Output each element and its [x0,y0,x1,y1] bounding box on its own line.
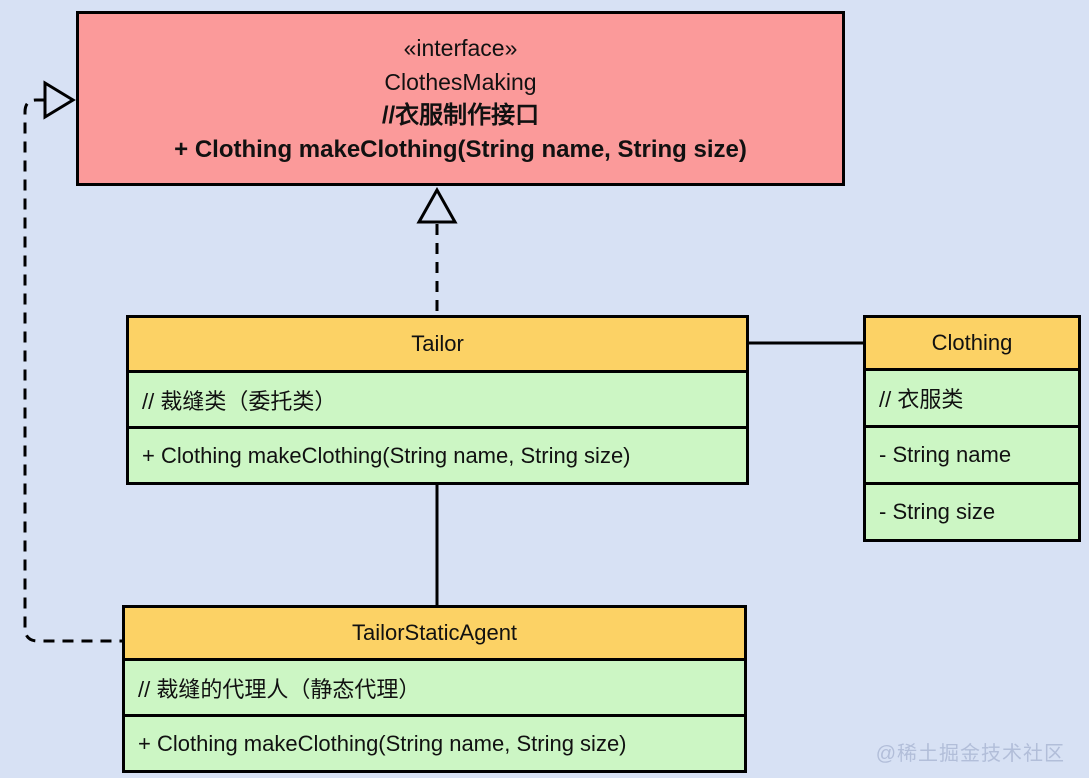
interface-stereotype: «interface» [403,34,518,61]
class-field-row: - String size [866,482,1078,539]
class-comment-row: // 裁缝的代理人（静态代理） [125,658,744,714]
class-name-tailor: Tailor [129,318,746,370]
interface-comment: //衣服制作接口 [381,101,540,129]
realization-agent-arrow-icon [43,80,76,120]
class-name-tailorstaticagent: TailorStaticAgent [125,608,744,658]
class-name-clothing: Clothing [866,318,1078,368]
class-field-row: - String name [866,425,1078,482]
realization-tailor-arrow-icon [416,186,458,224]
interface-method: + Clothing makeClothing(String name, Str… [174,135,747,163]
interface-name: ClothesMaking [384,68,537,95]
class-box-clothing: Clothing // 衣服类 - String name - String s… [863,315,1081,542]
class-method-row: + Clothing makeClothing(String name, Str… [129,426,746,482]
interface-box-clothesmaking: «interface» ClothesMaking //衣服制作接口 + Clo… [76,11,845,186]
class-method-row: + Clothing makeClothing(String name, Str… [125,714,744,770]
class-box-tailor: Tailor // 裁缝类（委托类） + Clothing makeClothi… [126,315,749,485]
watermark-text: @稀土掘金技术社区 [875,743,1065,765]
class-comment-row: // 裁缝类（委托类） [129,370,746,426]
class-comment-row: // 衣服类 [866,368,1078,425]
realization-agent-line [23,98,122,643]
class-box-tailorstaticagent: TailorStaticAgent // 裁缝的代理人（静态代理） + Clot… [122,605,747,773]
